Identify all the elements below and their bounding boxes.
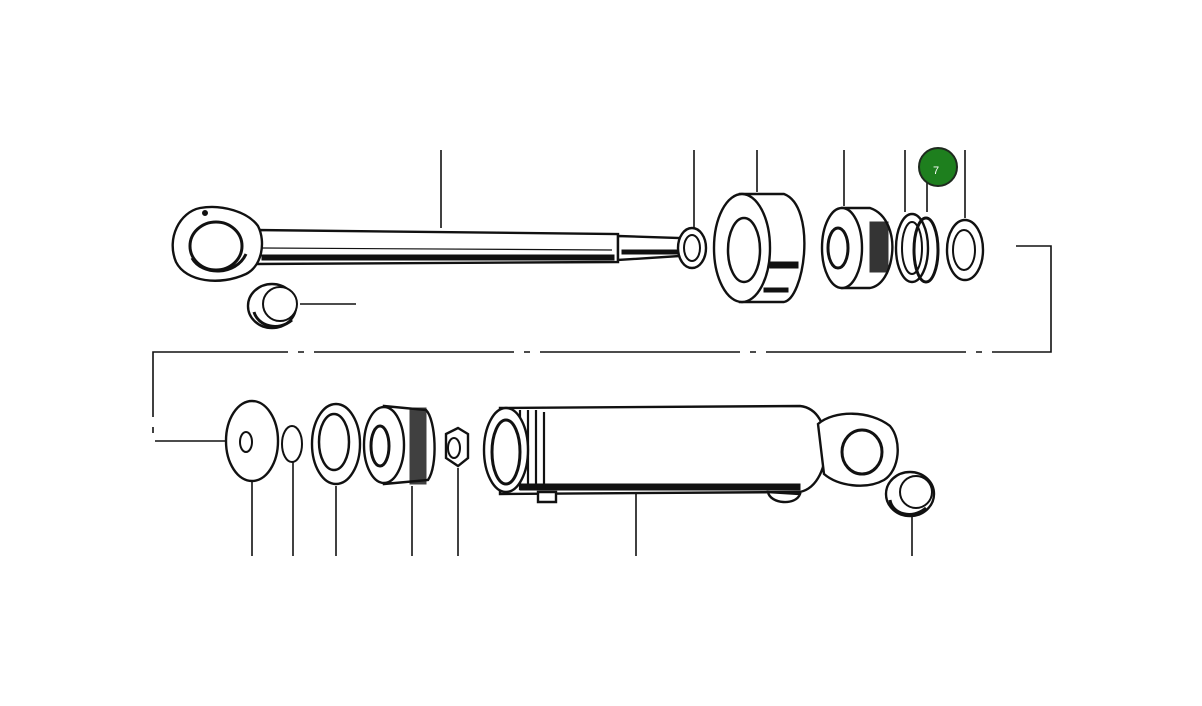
- leader-lines: [251, 150, 966, 556]
- piston-rod: [171, 205, 682, 282]
- callout-badge-7[interactable]: 7: [918, 147, 958, 187]
- gland-o-ring-pair: [894, 212, 940, 284]
- gland-head: [820, 206, 894, 290]
- callout-number: 7: [933, 165, 939, 177]
- piston-seal: [310, 402, 362, 486]
- cylinder-tube: [482, 404, 899, 504]
- assembly-centerline: [152, 245, 1052, 442]
- piston: [362, 404, 436, 486]
- gland-nut: [712, 192, 806, 304]
- piston-lock-nut: [444, 426, 470, 468]
- cylinder-eye-bushing: [884, 470, 936, 518]
- rod-eye-bushing: [246, 282, 298, 330]
- piston-washer: [224, 399, 280, 483]
- piston-o-ring: [281, 425, 303, 463]
- gland-backup-ring: [945, 218, 985, 282]
- rod-wiper-seal: [676, 226, 708, 270]
